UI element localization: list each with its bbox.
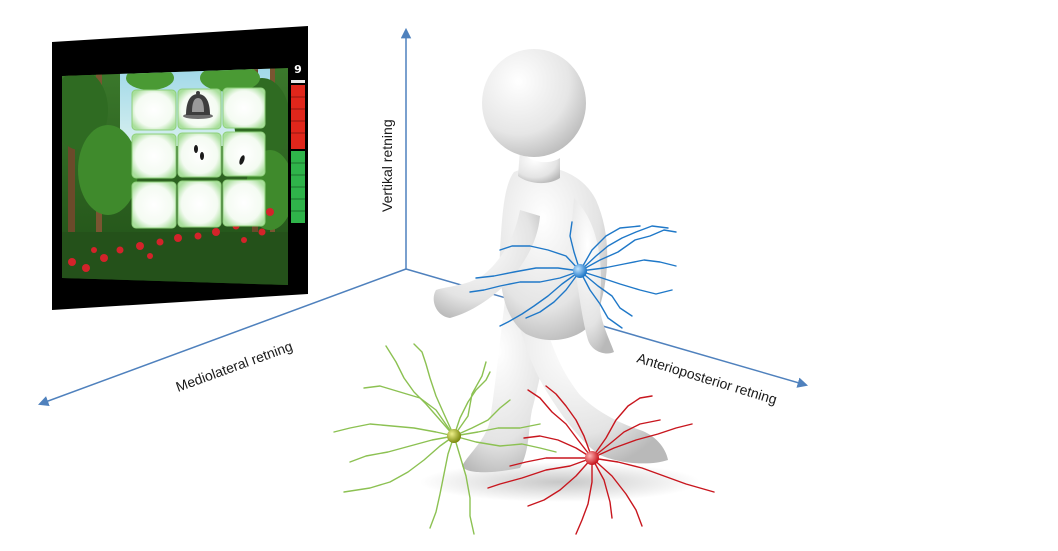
score-panel: 9 [288, 60, 308, 223]
footprint-icon [239, 155, 245, 165]
score-bar-lower [291, 151, 305, 223]
memory-tile-grid [131, 87, 266, 229]
green-neuron [333, 343, 557, 535]
score-value: 9 [294, 63, 302, 76]
blue-neuron-body [573, 264, 587, 278]
mediolateral-axis-label: Mediolateral retning [174, 338, 295, 395]
score-bar-upper [291, 85, 305, 149]
mediolateral-axis [38, 268, 407, 407]
bell-icon [183, 91, 213, 119]
walking-person-icon [420, 49, 700, 502]
red-neuron-body [585, 451, 599, 465]
blue-neuron [469, 221, 677, 329]
vertical-axis-label: Vertikal retning [379, 119, 395, 212]
red-neuron [487, 385, 715, 535]
game-screen: 9 [52, 26, 308, 310]
green-neuron-body [447, 429, 461, 443]
footprints-icon [194, 145, 204, 160]
anterioposterior-axis-label: Anterioposterior retning [635, 350, 779, 408]
